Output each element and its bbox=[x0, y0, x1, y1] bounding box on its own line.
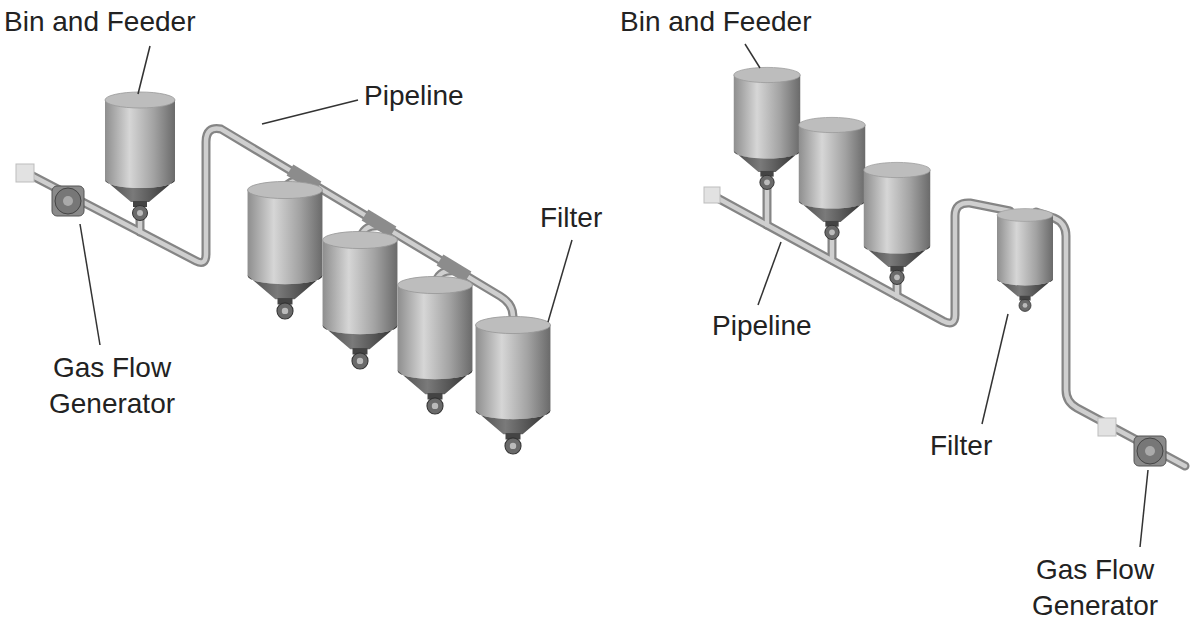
part-label: Gas Flow Generator bbox=[22, 350, 202, 423]
part-label: Filter bbox=[930, 428, 992, 464]
part-label: Bin and Feeder bbox=[620, 4, 811, 40]
part-label: Pipeline bbox=[364, 78, 464, 114]
part-label: Bin and Feeder bbox=[4, 4, 195, 40]
part-label: Filter bbox=[540, 200, 602, 236]
part-label: Gas Flow Generator bbox=[1005, 552, 1185, 625]
part-label: Pipeline bbox=[712, 308, 812, 344]
